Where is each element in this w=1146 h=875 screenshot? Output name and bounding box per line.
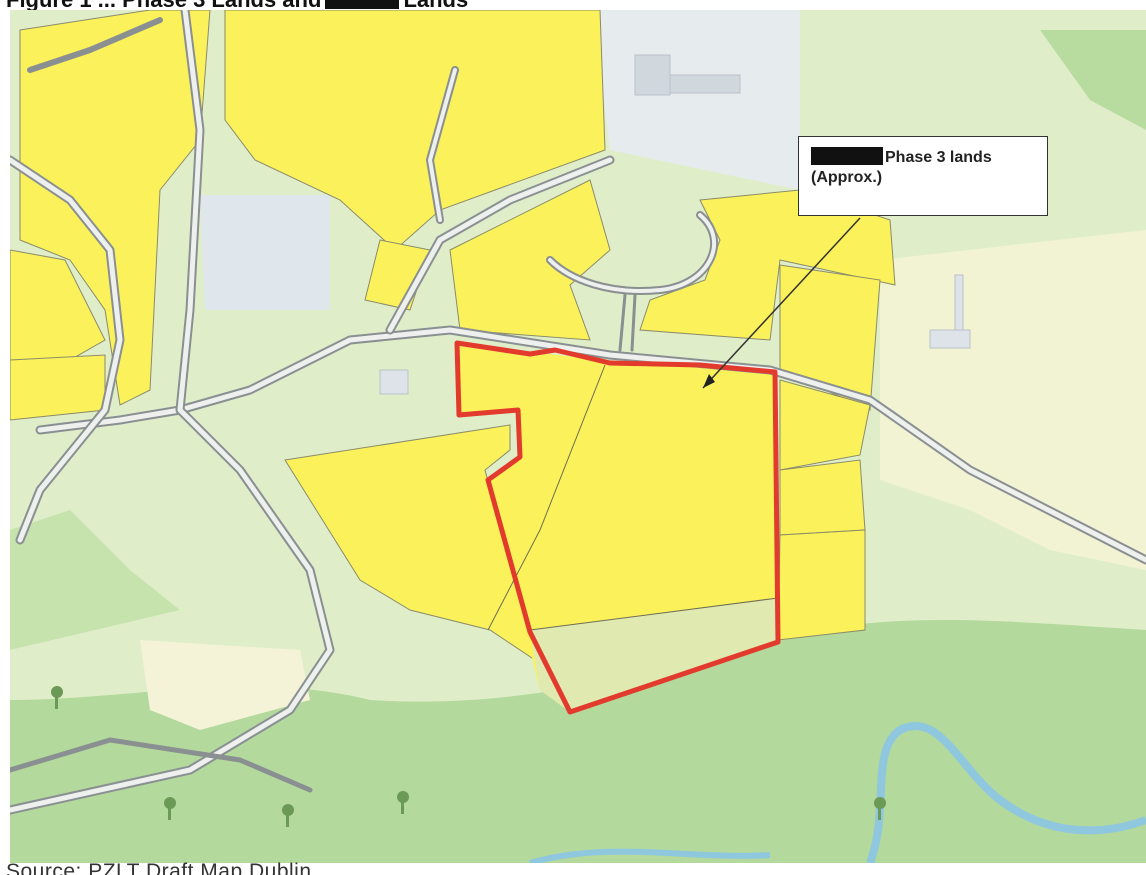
building-area-left [200,195,330,310]
tree-icon [282,804,294,827]
woodland-area [10,620,1146,863]
zoned-land-parcel [10,354,106,421]
zoned-land-parcel [779,379,871,471]
road-diagonal-fill [387,157,613,333]
arrow-head [703,374,715,388]
field-boundary-line [487,364,606,631]
woodland-area-left [10,510,180,650]
tree-icon [874,797,886,820]
building-block [929,329,971,349]
tree-icon [164,797,176,820]
redaction-bar [811,147,883,165]
zoned-land-parcel [777,529,866,641]
site-map [10,10,1146,863]
road-crescent-fill [548,213,717,293]
open-field-bottom-left [140,640,310,730]
callout-line-1: Phase 3 lands [885,149,992,166]
open-field-right [880,230,1146,570]
road-spur [618,293,637,352]
figure-title-suffix: Lands [403,0,468,12]
tree-icons [51,686,886,827]
road-top-left [27,17,163,73]
building-block [634,54,671,96]
redaction-bar [325,0,400,10]
zoned-land-parcel [10,249,106,361]
building-block [954,274,964,331]
building-block [379,369,409,395]
road-vertical-fill [10,10,333,813]
road-main-fill [37,327,1146,563]
phase-3-callout: Phase 3 lands (Approx.) [798,136,1048,216]
source-caption: Source: PZLT Draft Map Dublin [6,860,312,875]
zoned-land-parcel [779,264,881,411]
figure-title-prefix: Figure 1 ... Phase 3 Lands and [6,0,321,12]
river [866,722,1146,863]
tree-icon [51,686,63,709]
road-bottom [10,737,313,793]
road-curve-left-fill [10,157,123,543]
zoned-land-parcel [779,459,866,536]
callout-line-2: (Approx.) [811,169,883,186]
roads [10,10,1146,815]
site-boundary [454,340,781,715]
building-block [669,74,741,94]
woodland-area-right [1040,30,1146,130]
phase-3-lower-strip [530,598,778,712]
figure-title: Figure 1 ... Phase 3 Lands and Lands [6,0,468,13]
zoned-land-parcel [19,10,211,406]
field-boundary-line [529,597,779,631]
river-lower [529,848,771,863]
road-loop-fill [428,68,457,222]
arrow-icon [702,217,861,389]
tree-icon [397,791,409,814]
